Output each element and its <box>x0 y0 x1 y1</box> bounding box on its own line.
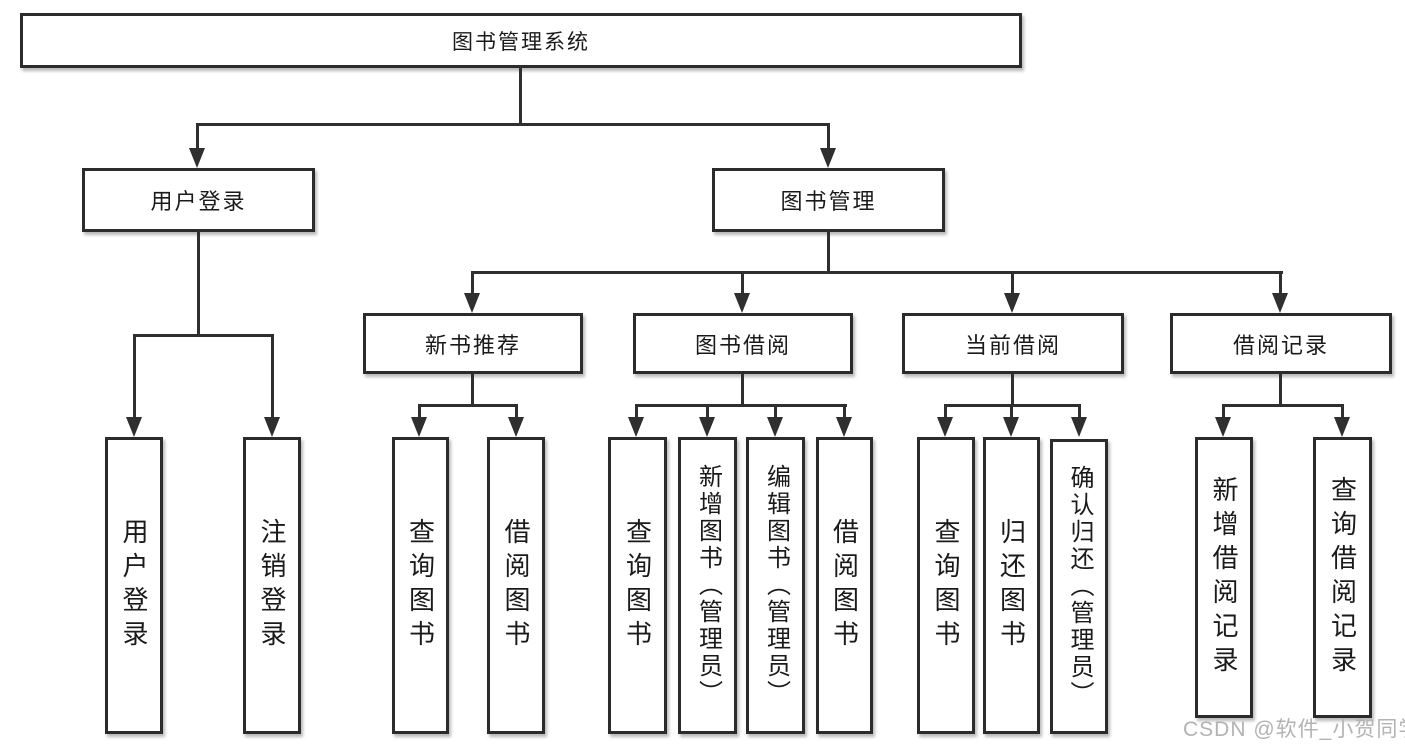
arrow-borrow-child2 <box>699 417 715 437</box>
connector-borrow-child3 <box>774 404 777 419</box>
connector-records-rail <box>1222 404 1344 407</box>
leaf-newbook-borrow: 借阅图书 <box>487 437 545 734</box>
arrow-current-child1 <box>937 417 953 437</box>
leaf-borrow-edit: 编辑图书（管理员） <box>746 437 805 734</box>
leaf-borrow-add: 新增图书（管理员） <box>678 437 737 734</box>
connector-current-stub <box>1011 373 1014 407</box>
connector-newbook-stub <box>471 373 474 407</box>
node-borrow-label: 图书借阅 <box>694 332 791 358</box>
leaf-user-login: 用户登录 <box>105 437 163 734</box>
connector-to-borrow <box>741 271 744 295</box>
arrow-to-records <box>1272 293 1288 313</box>
csdn-watermark: CSDN @软件_小贺同学 <box>1183 718 1405 741</box>
connector-login-stub <box>197 230 200 337</box>
leaf-current-confirm-label: 确认归还（管理员） <box>1066 465 1093 708</box>
node-user-login-label: 用户登录 <box>150 189 247 214</box>
node-user-login: 用户登录 <box>82 168 315 232</box>
arrow-records-child1 <box>1215 417 1231 437</box>
leaf-current-query: 查询图书 <box>917 437 975 734</box>
connector-borrow-child1 <box>635 404 638 419</box>
arrow-borrow-child1 <box>628 417 644 437</box>
arrow-to-newbook <box>464 293 480 313</box>
node-current: 当前借阅 <box>902 313 1124 374</box>
arrow-to-login <box>189 148 205 168</box>
leaf-newbook-borrow-label: 借阅图书 <box>501 517 531 654</box>
node-records-label: 借阅记录 <box>1232 332 1329 358</box>
connector-borrow-child2 <box>706 404 709 419</box>
arrow-borrow-child3 <box>767 417 783 437</box>
connector-current-child2 <box>1010 404 1013 419</box>
connector-records-child1 <box>1222 404 1225 419</box>
arrow-login-child1 <box>126 417 142 437</box>
node-records: 借阅记录 <box>1170 313 1392 374</box>
connector-level3-rail <box>471 271 1283 274</box>
node-root: 图书管理系统 <box>20 13 1022 68</box>
node-book-mgmt-label: 图书管理 <box>780 189 877 214</box>
connector-records-stub <box>1279 373 1282 407</box>
connector-newbook-child2 <box>515 404 518 419</box>
arrow-to-mgmt <box>820 148 836 168</box>
leaf-newbook-query-label: 查询图书 <box>405 517 436 654</box>
arrow-newbook-child2 <box>508 417 524 437</box>
connector-to-records <box>1279 271 1282 295</box>
leaf-current-return: 归还图书 <box>983 437 1040 734</box>
leaf-borrow-add-label: 新增图书（管理员） <box>694 464 722 707</box>
connector-current-child1 <box>944 404 947 419</box>
leaf-current-return-label: 归还图书 <box>996 517 1027 654</box>
leaf-current-confirm: 确认归还（管理员） <box>1050 439 1108 734</box>
connector-borrow-rail <box>635 404 847 407</box>
leaf-records-add: 新增借阅记录 <box>1195 437 1253 718</box>
connector-newbook-rail <box>418 404 518 407</box>
node-book-mgmt: 图书管理 <box>712 168 945 232</box>
node-borrow: 图书借阅 <box>633 313 853 374</box>
connector-newbook-child1 <box>418 404 421 419</box>
leaf-logout: 注销登录 <box>243 437 301 734</box>
leaf-records-query: 查询借阅记录 <box>1313 437 1372 718</box>
arrow-current-child3 <box>1071 417 1087 437</box>
connector-current-child3 <box>1078 404 1081 419</box>
leaf-borrow-query: 查询图书 <box>608 437 667 734</box>
arrow-to-current <box>1004 293 1020 313</box>
arrow-login-child2 <box>264 417 280 437</box>
node-root-label: 图书管理系统 <box>452 30 590 54</box>
connector-root-stub <box>519 66 522 124</box>
leaf-borrow-borrow-label: 借阅图书 <box>829 517 860 654</box>
node-newbook-label: 新书推荐 <box>424 332 521 358</box>
connector-level2-rail <box>196 123 830 126</box>
leaf-borrow-query-label: 查询图书 <box>622 517 653 654</box>
leaf-user-login-label: 用户登录 <box>119 517 149 654</box>
arrow-records-child2 <box>1334 417 1350 437</box>
leaf-borrow-edit-label: 编辑图书（管理员） <box>762 464 790 707</box>
arrow-borrow-child4 <box>836 417 852 437</box>
connector-to-current <box>1011 271 1014 295</box>
leaf-current-query-label: 查询图书 <box>931 517 961 654</box>
leaf-logout-label: 注销登录 <box>257 517 287 654</box>
connector-to-newbook <box>471 271 474 295</box>
leaf-newbook-query: 查询图书 <box>392 437 449 734</box>
node-current-label: 当前借阅 <box>964 332 1061 358</box>
connector-login-child2 <box>271 334 274 420</box>
arrow-to-borrow <box>734 293 750 313</box>
arrow-newbook-child1 <box>411 417 427 437</box>
connector-borrow-child4 <box>843 404 846 419</box>
connector-login-rail <box>133 334 274 337</box>
connector-mgmt-stub <box>827 230 830 273</box>
connector-to-mgmt <box>827 123 830 150</box>
leaf-records-query-label: 查询借阅记录 <box>1327 475 1358 680</box>
node-newbook: 新书推荐 <box>363 313 583 374</box>
connector-login-child1 <box>133 334 136 420</box>
connector-records-child2 <box>1341 404 1344 419</box>
arrow-current-child2 <box>1003 417 1019 437</box>
connector-to-login <box>196 123 199 150</box>
leaf-borrow-borrow: 借阅图书 <box>816 437 873 734</box>
connector-borrow-stub <box>741 373 744 407</box>
leaf-records-add-label: 新增借阅记录 <box>1209 475 1239 680</box>
